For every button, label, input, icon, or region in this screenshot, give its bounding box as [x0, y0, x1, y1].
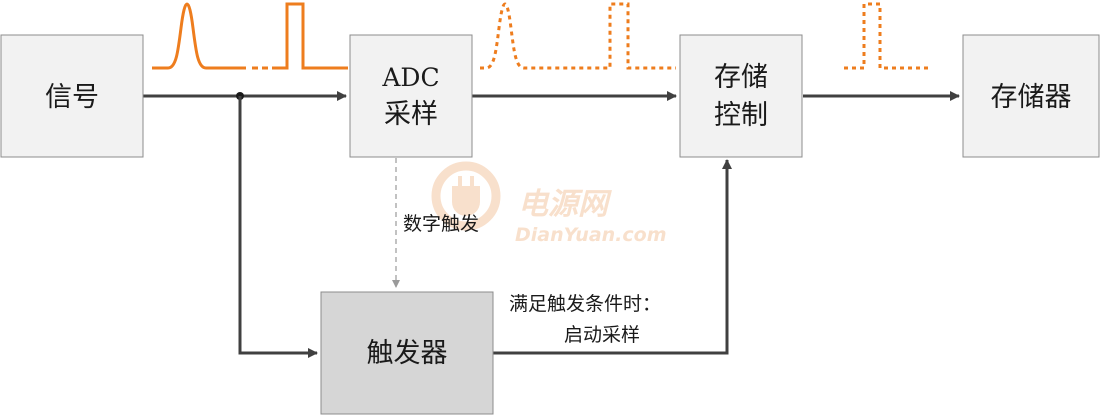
storage-control-box: 存储 控制 [679, 34, 803, 158]
watermark-cn-text: 电源网 [518, 187, 612, 222]
storage-control-label-line2: 控制 [714, 100, 768, 131]
pulse-waveforms [152, 2, 930, 70]
watermark-logo-icon [431, 161, 501, 231]
memory-box: 存储器 [962, 34, 1100, 158]
input-rect-pulse [272, 2, 348, 70]
sampling-label: 采样 [384, 99, 438, 130]
adc-label: ADC [381, 63, 439, 92]
connections [143, 91, 960, 358]
memory-label: 存储器 [991, 82, 1072, 113]
trigger-box: 触发器 [320, 291, 494, 415]
trigger-label: 触发器 [367, 338, 448, 369]
sampled-gaussian-pulse [480, 2, 676, 70]
trigger-condition-label-line2: 启动采样 [564, 324, 640, 346]
arrow-trigger-to-storage-control [493, 159, 732, 355]
signal-label: 信号 [45, 82, 99, 113]
watermark-en-text: DianYuan.com [515, 224, 667, 246]
storage-control-label-line1: 存储 [714, 62, 768, 93]
arrow-signal-to-trigger [238, 96, 318, 358]
watermark: 电源网 DianYuan.com [431, 161, 667, 246]
input-gaussian-pulse [152, 2, 246, 70]
adc-sampling-box: ADC 采样 [349, 34, 473, 158]
trigger-condition-label-line1: 满足触发条件时： [509, 293, 661, 315]
digital-trigger-label: 数字触发 [403, 213, 479, 235]
signal-box: 信号 [0, 34, 144, 158]
stored-rect-pulse [844, 2, 930, 70]
